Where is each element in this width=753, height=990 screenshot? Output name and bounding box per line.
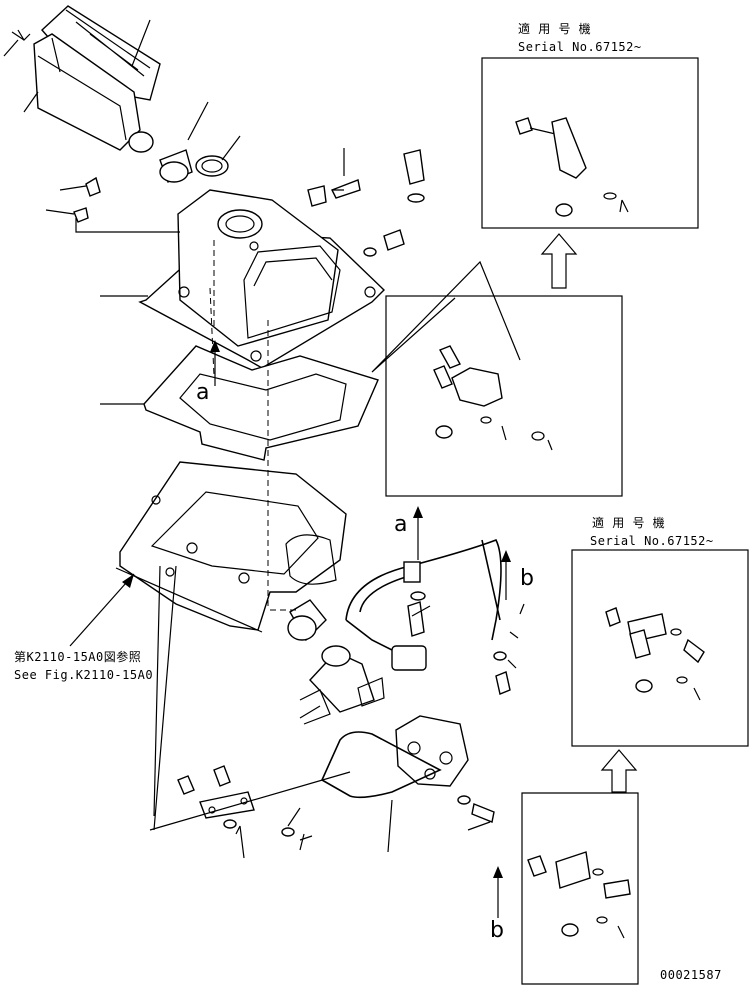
callout-arrow-up-top bbox=[540, 233, 578, 289]
lever-housing bbox=[138, 189, 385, 369]
bushing-set bbox=[159, 149, 229, 183]
view-arrow-a-right-head bbox=[413, 506, 423, 518]
inset-right-parts bbox=[605, 607, 705, 701]
view-label-b-right: b bbox=[520, 566, 534, 591]
reference-arrow bbox=[69, 573, 135, 647]
upper-bolts bbox=[73, 149, 425, 257]
view-arrow-b-right-head bbox=[501, 550, 511, 562]
inset-middle-parts bbox=[433, 345, 553, 451]
view-arrow-a-upper-head bbox=[210, 340, 220, 352]
floor-plate bbox=[115, 461, 347, 633]
view-label-a-right: a bbox=[394, 512, 408, 537]
reference-label-jp: 第K2110-15A0図参照 bbox=[14, 650, 142, 664]
inset-right-applicable-label: 適 用 号 機 bbox=[592, 516, 666, 530]
hidden-lines bbox=[209, 240, 296, 611]
cable-harness bbox=[345, 538, 502, 671]
drawing-number: 00021587 bbox=[660, 968, 722, 982]
inset-bottom-parts bbox=[527, 851, 631, 939]
inset-top-parts bbox=[515, 117, 629, 217]
leader-lines-middle bbox=[371, 260, 521, 373]
lower-right-bolts bbox=[457, 651, 511, 823]
view-label-b-bottom: b bbox=[490, 918, 504, 943]
view-label-a-upper: a bbox=[196, 380, 210, 405]
switch-assembly bbox=[299, 645, 469, 799]
inset-top-serial-label: Serial No.67152~ bbox=[518, 40, 642, 54]
reference-arrowhead bbox=[122, 574, 134, 588]
inset-top-applicable-label: 適 用 号 機 bbox=[518, 22, 592, 36]
leader-lines bbox=[3, 19, 525, 853]
inset-right-serial-label: Serial No.67152~ bbox=[590, 534, 714, 548]
lower-bushings bbox=[285, 534, 337, 642]
view-arrow-b-bottom-head bbox=[493, 866, 503, 878]
inset-frame-middle bbox=[385, 295, 623, 497]
reference-label-en: See Fig.K2110-15A0 bbox=[14, 668, 154, 682]
lower-left-bolts bbox=[177, 765, 313, 859]
gasket-plate bbox=[143, 345, 379, 461]
lever-cover bbox=[11, 5, 161, 153]
inset-frame-bottom bbox=[521, 792, 639, 985]
callout-arrow-up-right bbox=[600, 749, 638, 793]
inset-frame-top bbox=[481, 57, 699, 229]
inset-frame-right bbox=[571, 549, 749, 747]
